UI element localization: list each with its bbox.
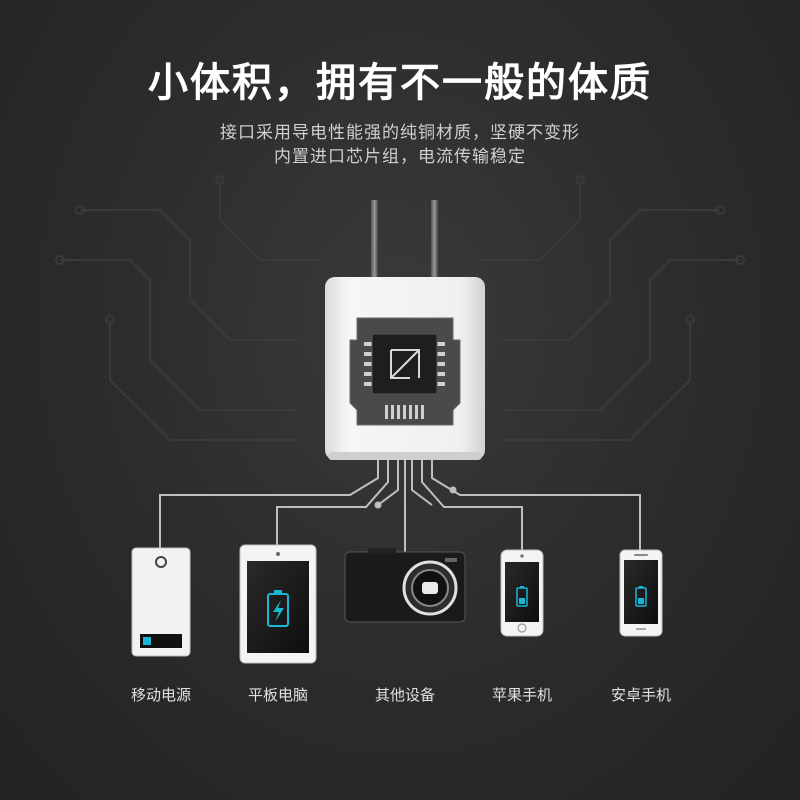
label-tablet: 平板电脑 <box>247 686 308 704</box>
chip-board <box>349 317 461 426</box>
label-other-devices: 其他设备 <box>374 686 435 704</box>
wiring <box>159 460 641 552</box>
power-bank-icon <box>131 547 191 657</box>
iphone-icon <box>500 549 544 637</box>
circuit-background <box>55 175 745 441</box>
label-android-phone: 安卓手机 <box>610 686 671 704</box>
subtitle-line-1: 接口采用导电性能强的纯铜材质，坚硬不变形 <box>220 123 580 143</box>
android-phone-icon <box>619 549 663 637</box>
label-iphone: 苹果手机 <box>491 686 552 704</box>
subtitle-line-2: 内置进口芯片组，电流传输稳定 <box>274 147 526 167</box>
page-title: 小体积，拥有不一般的体质 <box>148 60 652 106</box>
camera-icon <box>344 548 466 623</box>
tablet-icon <box>239 544 317 664</box>
chip-logo-icon <box>390 349 420 379</box>
plug-prongs <box>371 200 438 282</box>
label-power-bank: 移动电源 <box>130 686 191 704</box>
